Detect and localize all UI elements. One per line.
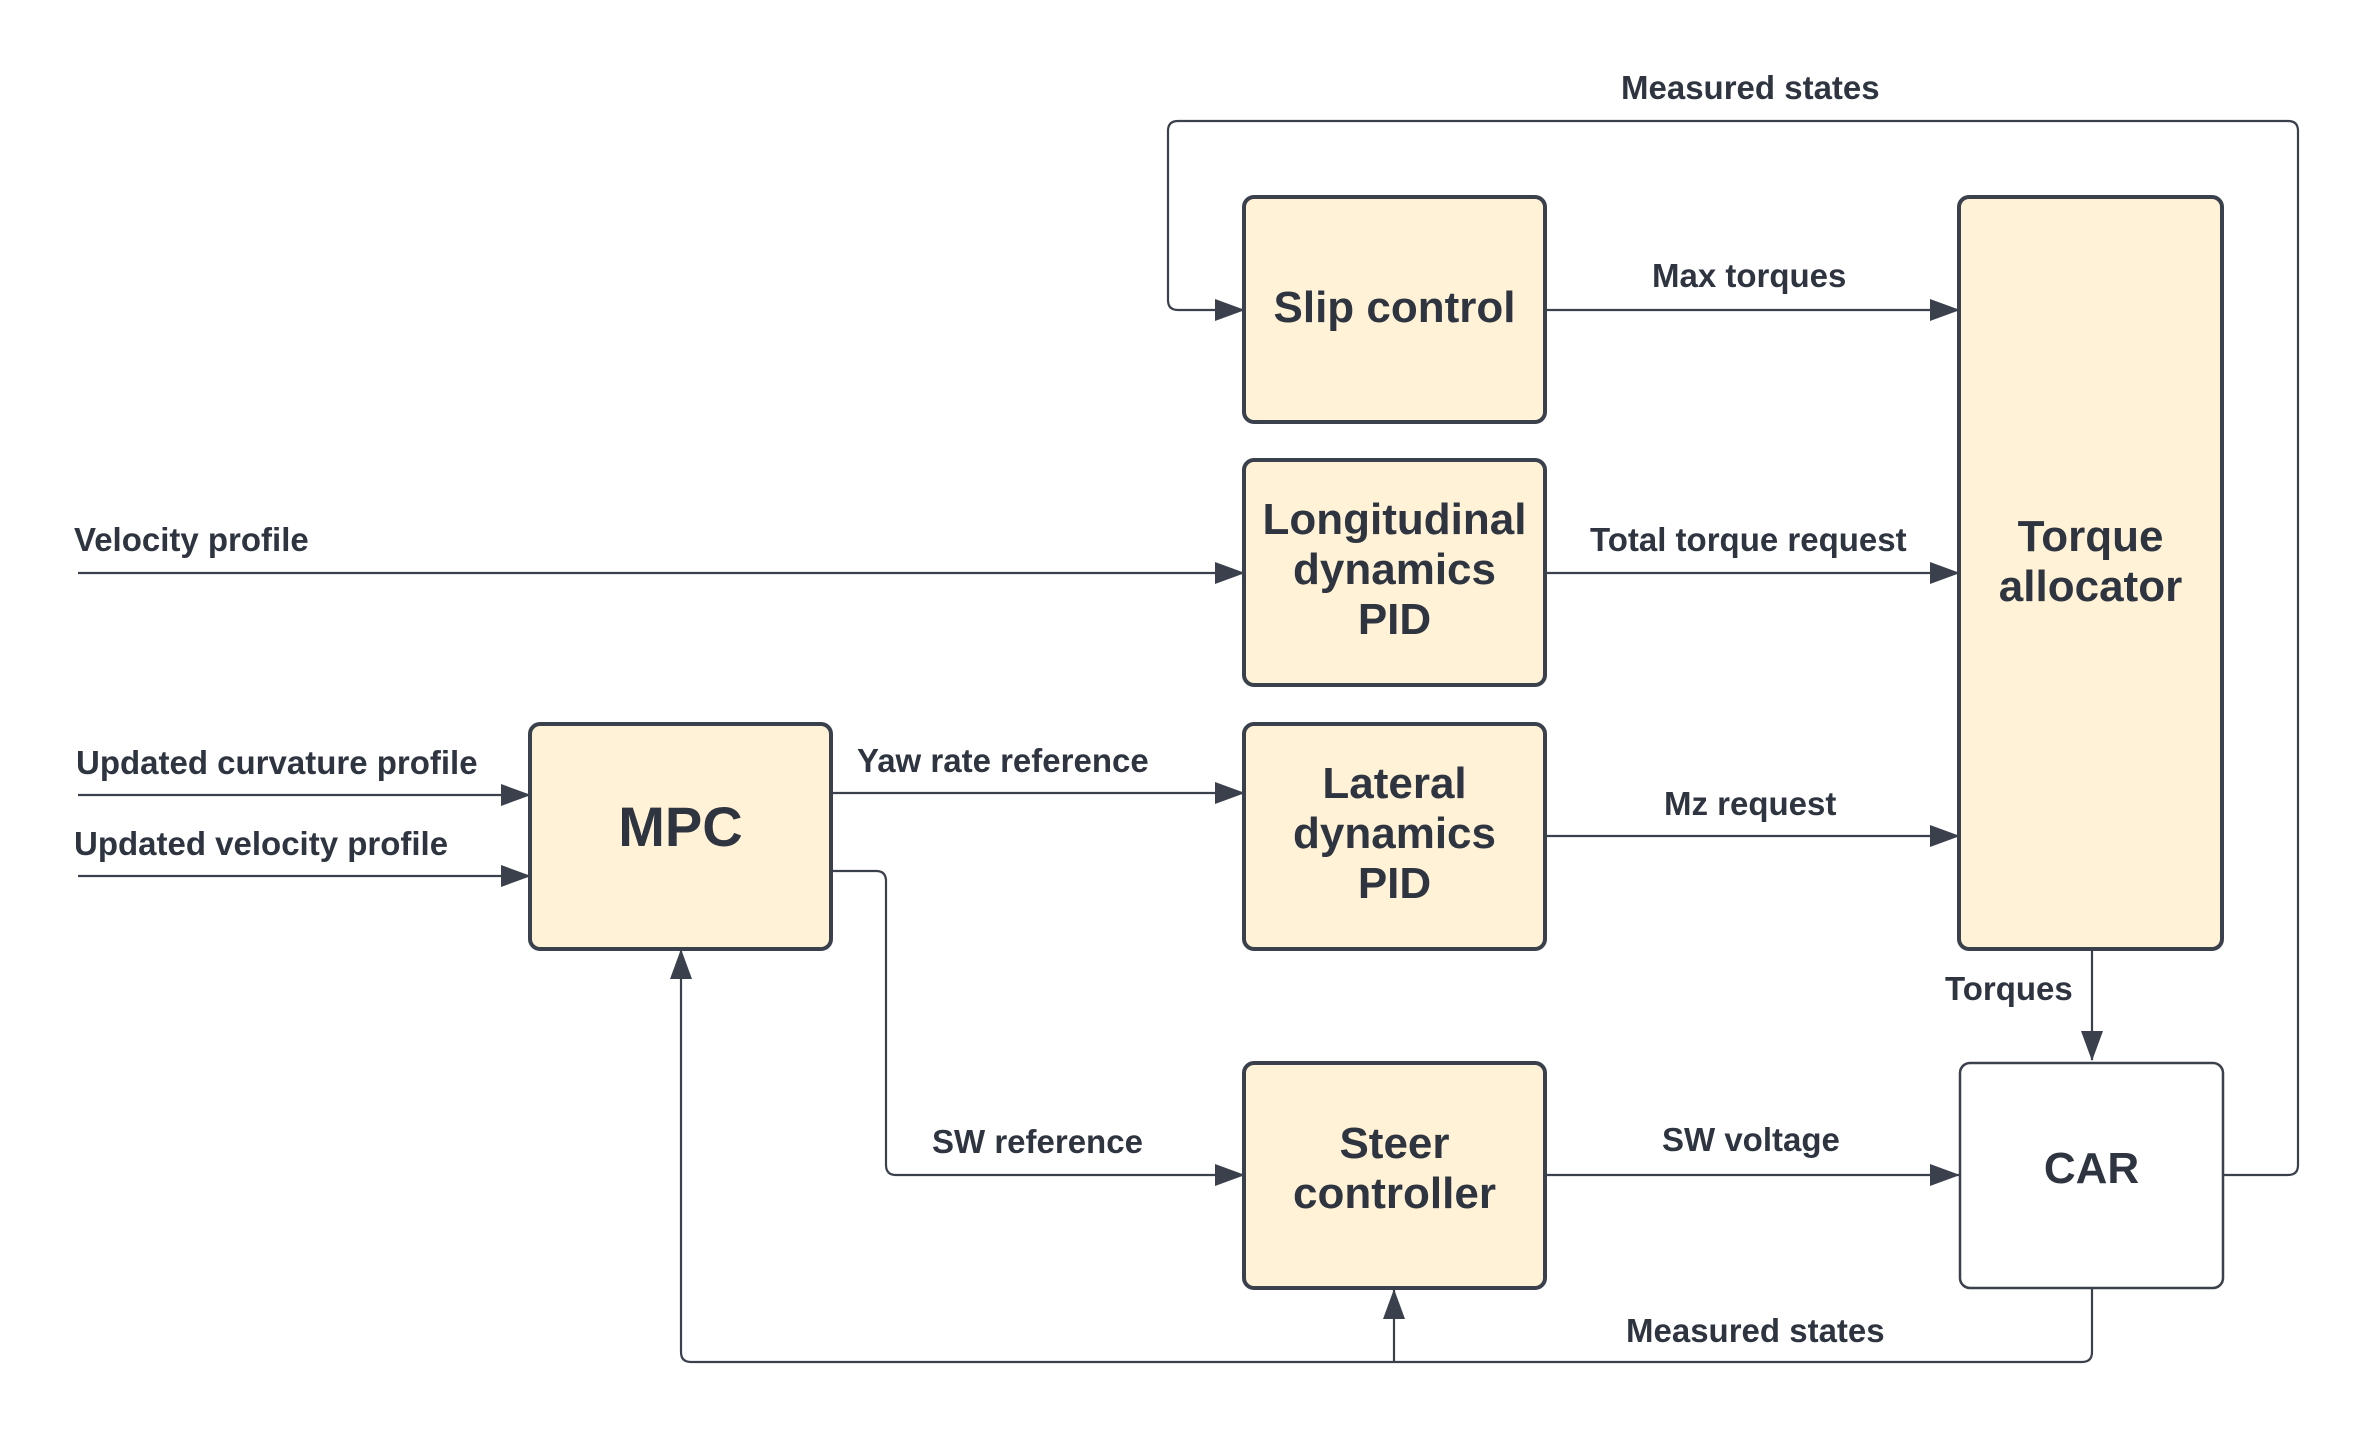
yaw-rate-reference-label: Yaw rate reference [857,742,1149,779]
slip-control-block: Slip control [1242,195,1547,424]
longitudinal-pid-label-2: dynamics [1293,545,1496,594]
updated-curvature-profile-label: Updated curvature profile [76,744,478,781]
longitudinal-pid-block: Longitudinal dynamics PID [1242,458,1547,687]
lateral-pid-block: Lateral dynamics PID [1242,722,1547,951]
car-block: CAR [1958,1061,2225,1290]
longitudinal-pid-label-3: PID [1358,595,1431,644]
total-torque-request-label: Total torque request [1590,521,1907,558]
steer-controller-block: Steer controller [1242,1061,1547,1290]
longitudinal-pid-label-1: Longitudinal [1263,495,1527,544]
steer-controller-label-1: Steer [1339,1119,1449,1168]
wire-measured-states-top [1166,119,2300,1177]
steer-controller-label-2: controller [1293,1169,1496,1218]
wire-measured-states-bottom [670,949,2094,1364]
wire-sw-reference [831,869,1245,1186]
updated-velocity-profile-label: Updated velocity profile [74,825,448,862]
slip-control-label: Slip control [1274,283,1516,332]
lateral-pid-label-1: Lateral [1322,759,1466,808]
measured-states-top-label: Measured states [1621,69,1880,106]
mpc-label: MPC [618,795,742,858]
lateral-pid-label-2: dynamics [1293,809,1496,858]
velocity-profile-label: Velocity profile [74,521,309,558]
measured-states-bottom-label: Measured states [1626,1312,1885,1349]
max-torques-label: Max torques [1652,257,1846,294]
mpc-block: MPC [528,722,833,951]
torque-allocator-label-2: allocator [1999,562,2182,611]
sw-reference-label: SW reference [932,1123,1143,1160]
mz-request-label: Mz request [1664,785,1836,822]
car-label: CAR [2044,1144,2139,1193]
torques-label: Torques [1945,970,2073,1007]
lateral-pid-label-3: PID [1358,859,1431,908]
torque-allocator-label-1: Torque [2018,512,2164,561]
torque-allocator-block: Torque allocator [1957,195,2224,951]
sw-voltage-label: SW voltage [1662,1121,1840,1158]
